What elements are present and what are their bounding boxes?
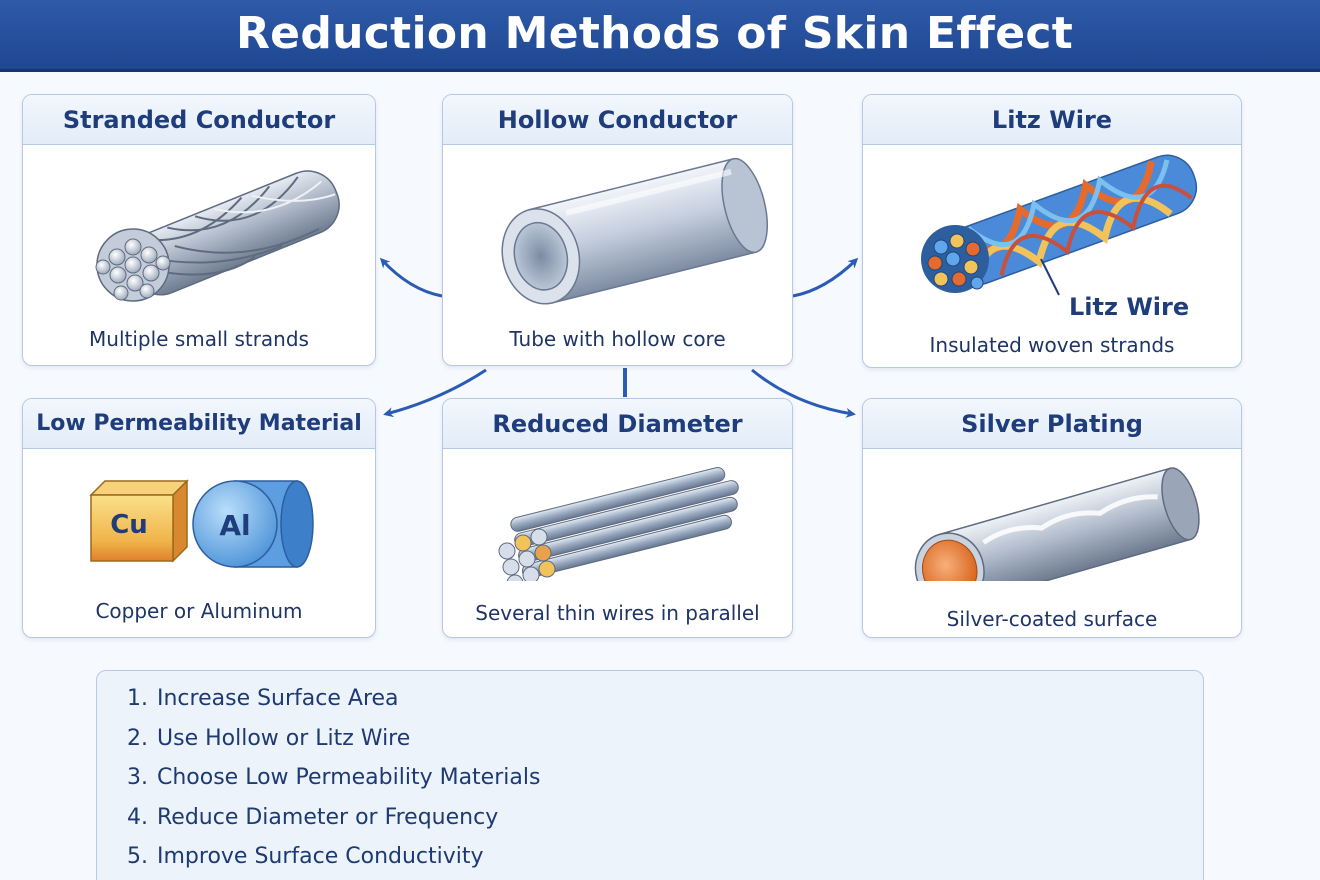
- materials-icon: Cu Al: [89, 479, 314, 568]
- summary-panel: 1. Increase Surface Area 2. Use Hollow or …: [96, 670, 1204, 880]
- card-low-permeability: Low Permeability Material Cu Al Copper o…: [22, 398, 376, 638]
- list-item-number: 4.: [127, 804, 148, 830]
- card-title: Silver Plating: [863, 399, 1241, 449]
- arrow-to-permeability: [383, 368, 487, 418]
- card-caption: Copper or Aluminum: [95, 599, 303, 623]
- litz-end-face: [921, 225, 989, 293]
- card-silver-plating: Silver Plating Silver-coated surface: [862, 398, 1242, 638]
- card-stranded-conductor: Stranded Conductor: [22, 94, 376, 366]
- card-caption: Several thin wires in parallel: [475, 601, 760, 625]
- aluminum-cylinder-icon: Al: [192, 480, 314, 568]
- card-title: Stranded Conductor: [23, 95, 375, 145]
- litz-callout-label: Litz Wire: [1069, 293, 1190, 321]
- card-title: Reduced Diameter: [443, 399, 792, 449]
- list-item-text: Improve Surface Conductivity: [157, 844, 484, 869]
- card-hollow-conductor: Hollow Conductor Tube with hollow core: [442, 94, 793, 366]
- card-caption: Multiple small strands: [89, 327, 309, 351]
- hollow-tube-icon: [501, 157, 768, 305]
- silver-plated-conductor-icon: [914, 467, 1200, 581]
- cylinder-label: Al: [219, 509, 250, 542]
- litz-wire-icon: [921, 154, 1198, 296]
- list-item: 4. Reduce Diameter or Frequency: [127, 802, 1203, 842]
- arrow-to-stranded: [379, 257, 443, 298]
- card-title: Low Permeability Material: [23, 399, 375, 449]
- list-item-number: 1.: [127, 686, 148, 711]
- card-title: Hollow Conductor: [443, 95, 792, 145]
- wire-end-faces: [498, 528, 556, 581]
- arrow-to-silver: [751, 368, 856, 418]
- card-caption: Tube with hollow core: [509, 327, 726, 351]
- list-item-text: Reduce Diameter or Frequency: [157, 804, 499, 830]
- list-item-number: 5.: [127, 844, 148, 869]
- title-bar: Reduction Methods of Skin Effect: [0, 0, 1320, 72]
- card-reduced-diameter: Reduced Diameter Several thin wires in p…: [442, 398, 793, 638]
- list-item: 3. Choose Low Permeability Materials: [127, 762, 1203, 802]
- copper-cube-icon: Cu: [89, 479, 189, 563]
- cube-label: Cu: [110, 510, 148, 540]
- list-item: 1. Increase Surface Area: [127, 683, 1203, 723]
- parallel-wires-icon: [498, 466, 739, 581]
- list-item-text: Choose Low Permeability Materials: [157, 765, 541, 790]
- page-title: Reduction Methods of Skin Effect: [236, 8, 1074, 59]
- list-item: 2. Use Hollow or Litz Wire: [127, 723, 1203, 763]
- list-item-text: Use Hollow or Litz Wire: [157, 725, 411, 751]
- arrow-to-litz: [792, 257, 859, 298]
- strand-end-face: [95, 228, 171, 302]
- list-item-text: Increase Surface Area: [157, 686, 399, 711]
- stranded-cable-icon: [95, 170, 340, 302]
- card-caption: Insulated woven strands: [929, 333, 1175, 357]
- card-litz-wire: Litz Wire Litz Wire Insulated woven stra…: [862, 94, 1242, 368]
- list-item-number: 2.: [127, 725, 148, 751]
- card-title: Litz Wire: [863, 95, 1241, 145]
- card-caption: Silver-coated surface: [946, 607, 1158, 631]
- list-item-number: 3.: [127, 765, 148, 790]
- list-item: 5. Improve Surface Conductivity: [127, 841, 1203, 880]
